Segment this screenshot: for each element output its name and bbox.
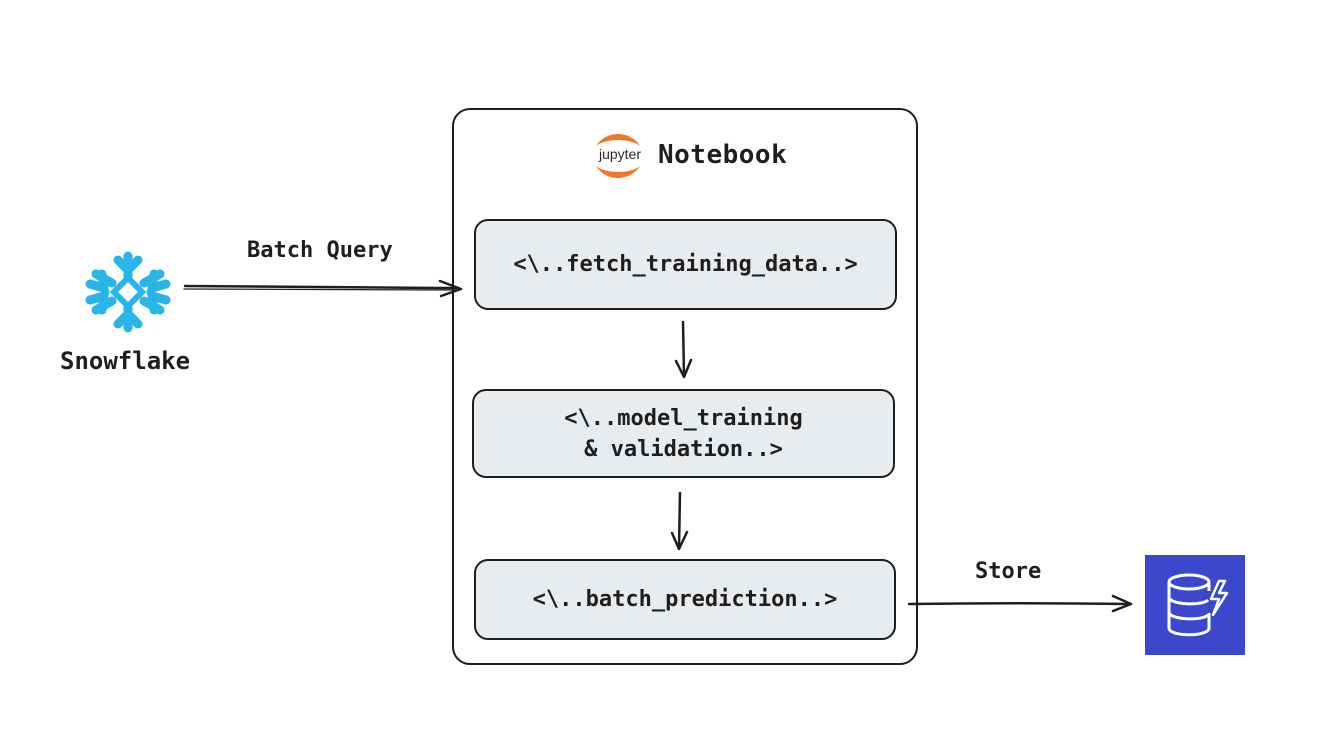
source-label: Snowflake: [60, 347, 191, 375]
dynamodb-icon: [1145, 555, 1245, 655]
step-fetch-training-data: <\..fetch_training_data..>: [474, 219, 897, 310]
step-model-training-validation: <\..model_training & validation..>: [472, 389, 895, 478]
arrow-step2-to-step3: [670, 491, 689, 551]
arrow-step1-to-step2: [674, 320, 693, 379]
notebook-container: [452, 108, 918, 665]
snowflake-icon: [85, 251, 171, 333]
step-batch-prediction: <\..batch_prediction..>: [474, 559, 896, 640]
edge-label-batch-query: Batch Query: [247, 238, 393, 263]
jupyter-logo-text: jupyter: [598, 146, 642, 162]
jupyter-logo-icon: [596, 134, 640, 178]
notebook-title: Notebook: [658, 140, 788, 170]
arrow-batch-query: [183, 279, 463, 298]
arrow-store: [907, 594, 1133, 613]
edge-label-store: Store: [975, 559, 1042, 584]
